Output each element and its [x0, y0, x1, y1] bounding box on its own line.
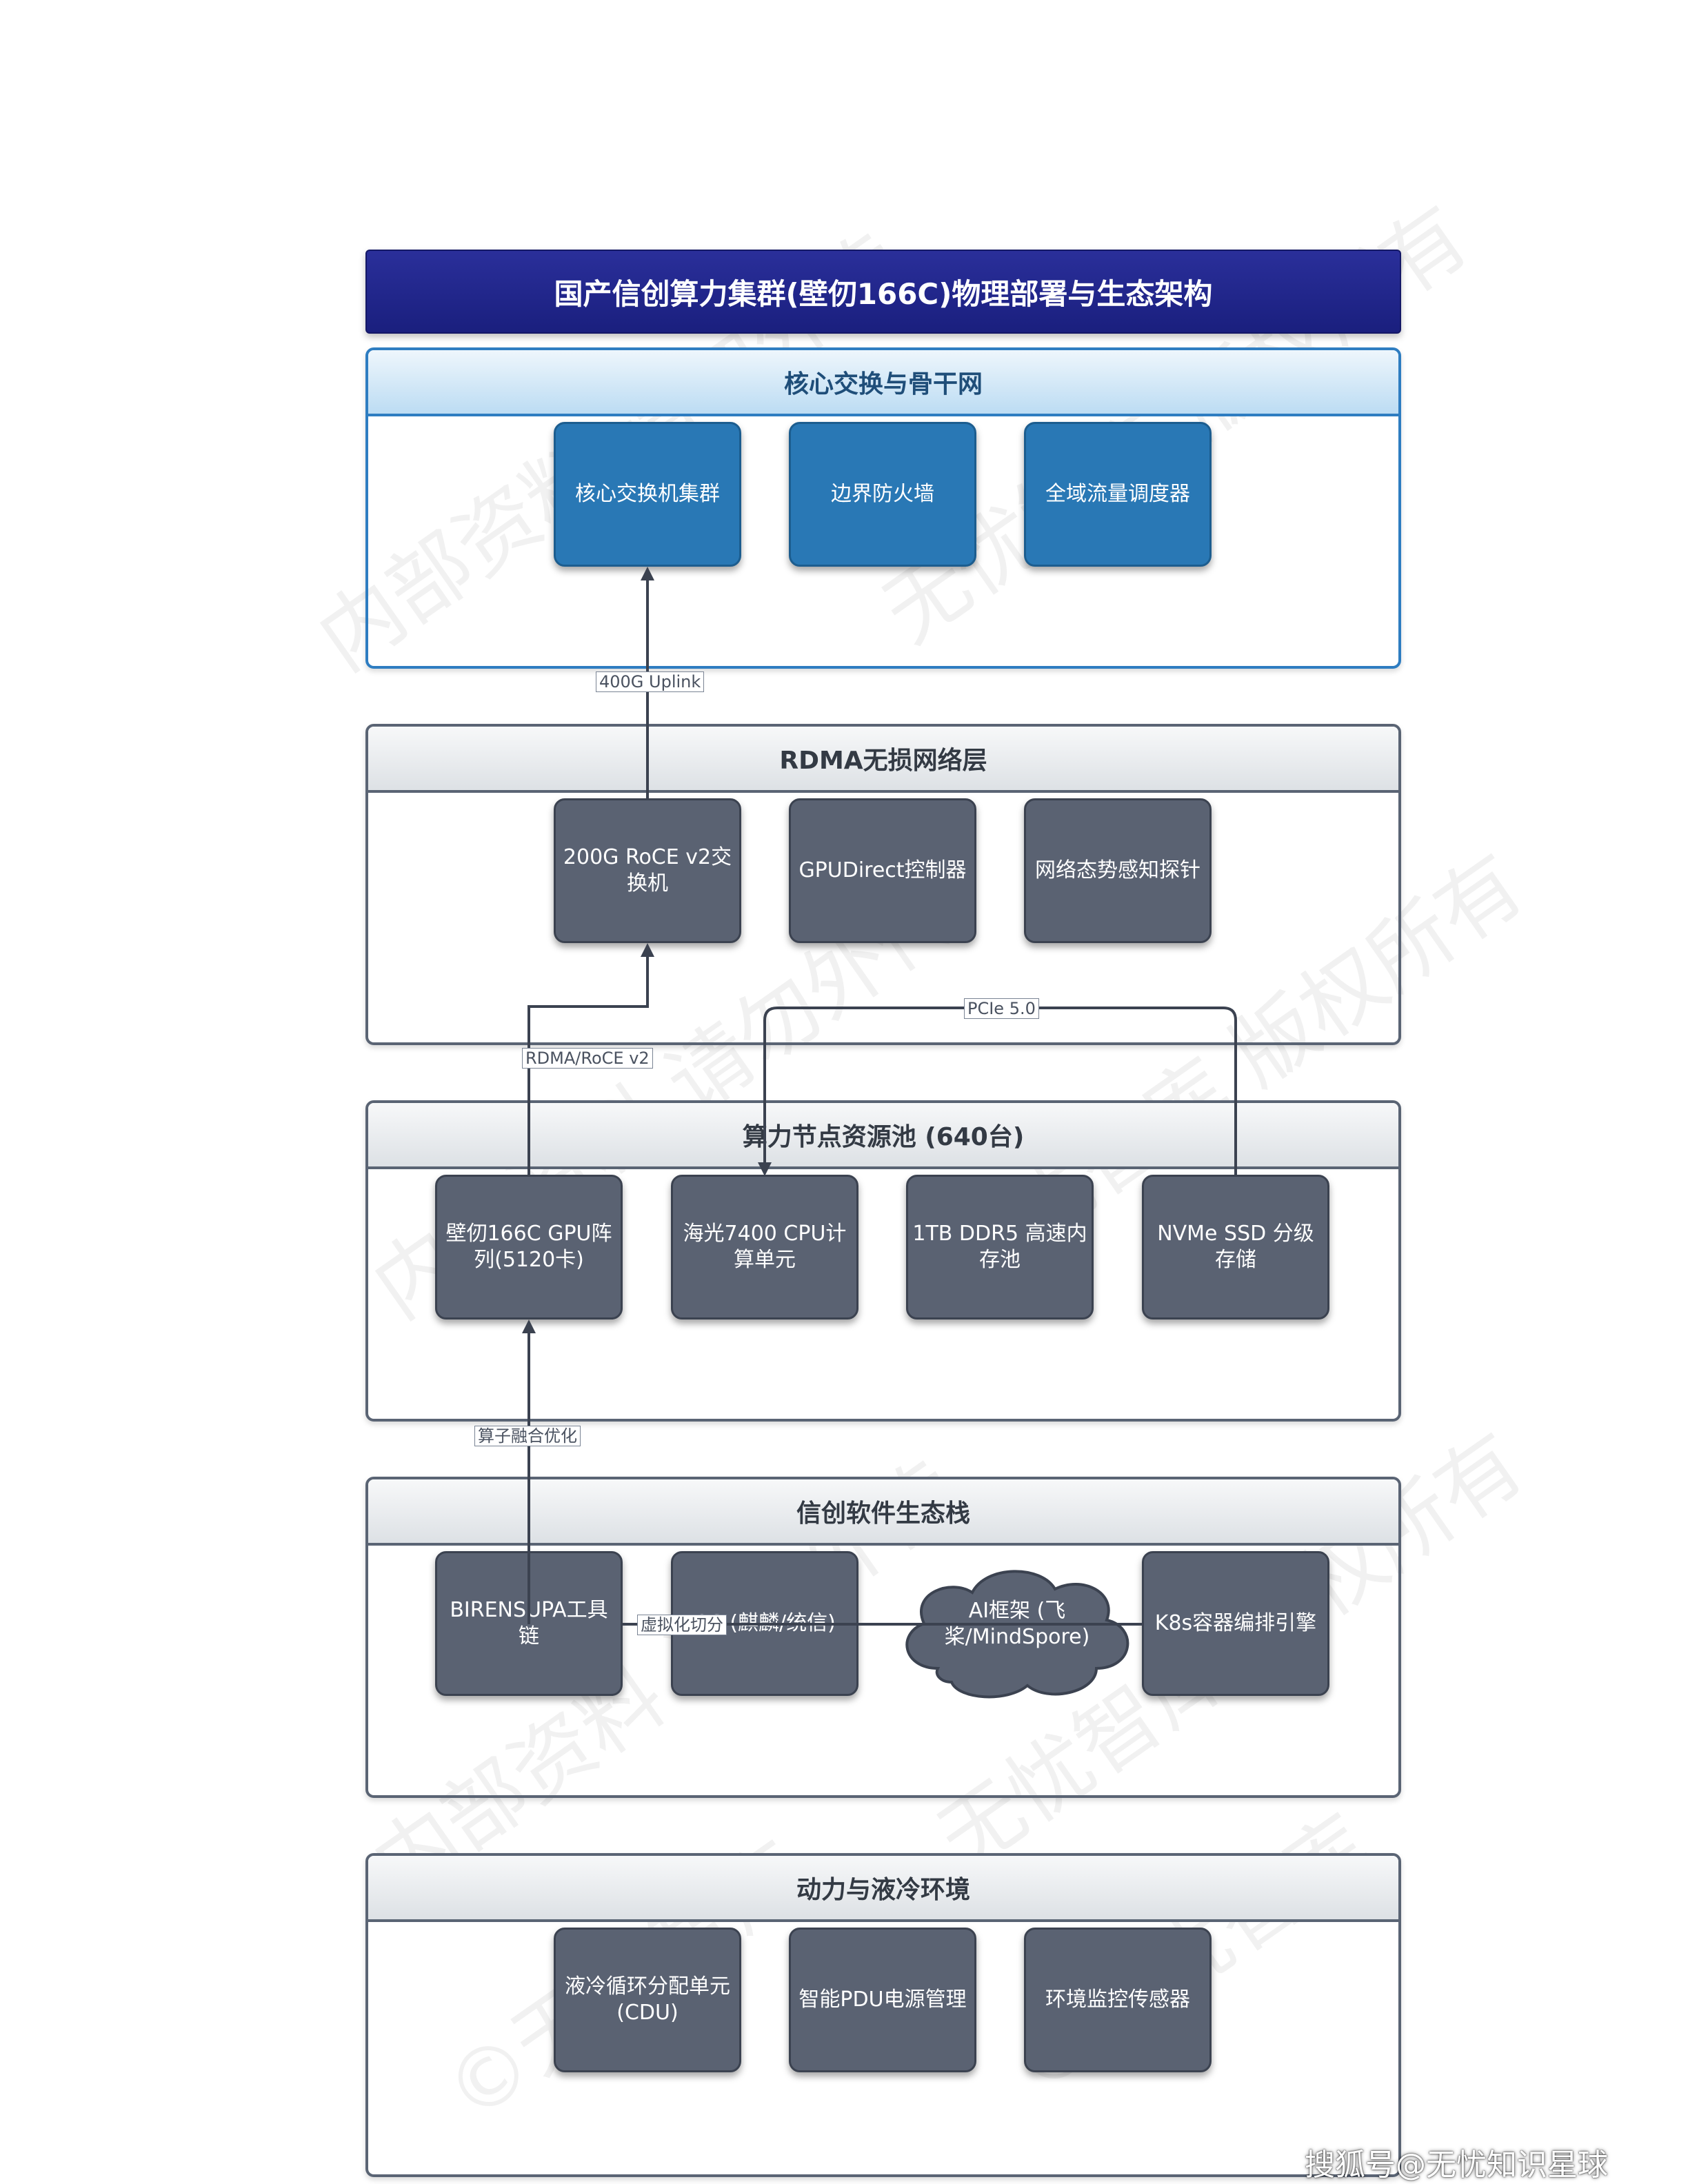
layer-software-stack: 信创软件生态栈: [365, 1477, 1401, 1798]
layer-core-switching: 核心交换与骨干网: [365, 347, 1401, 669]
node-smart-pdu[interactable]: 智能PDU电源管理: [789, 1928, 976, 2072]
edge-label-uplink: 400G Uplink: [596, 671, 705, 692]
layer-title: RDMA无损网络层: [368, 727, 1398, 793]
node-gpu-array[interactable]: 壁仞166C GPU阵列(5120卡): [435, 1175, 623, 1320]
layer-title: 算力节点资源池 (640台): [368, 1103, 1398, 1169]
node-k8s-engine[interactable]: K8s容器编排引擎: [1142, 1551, 1329, 1696]
source-credit: 搜狐号@无忧知识星球: [1305, 2147, 1608, 2183]
node-gpudirect-controller[interactable]: GPUDirect控制器: [789, 798, 976, 943]
layer-title: 核心交换与骨干网: [368, 350, 1398, 416]
node-core-switch-cluster[interactable]: 核心交换机集群: [554, 422, 741, 567]
edge-label-operator: 算子融合优化: [474, 1426, 581, 1446]
node-cpu-unit[interactable]: 海光7400 CPU计算单元: [671, 1175, 858, 1320]
edge-label-rdma: RDMA/RoCE v2: [522, 1048, 653, 1069]
diagram-title: 国产信创算力集群(壁仞166C)物理部署与生态架构: [365, 250, 1401, 334]
layer-title: 信创软件生态栈: [368, 1479, 1398, 1546]
node-roce-switch[interactable]: 200G RoCE v2交换机: [554, 798, 741, 943]
node-border-firewall[interactable]: 边界防火墙: [789, 422, 976, 567]
edge-label-pcie: PCIe 5.0: [964, 998, 1039, 1019]
node-cdu[interactable]: 液冷循环分配单元(CDU): [554, 1928, 741, 2072]
layer-power-cooling: 动力与液冷环境: [365, 1853, 1401, 2177]
node-network-probe[interactable]: 网络态势感知探针: [1024, 798, 1212, 943]
ai-framework-label: AI框架 (飞桨/MindSpore): [944, 1599, 1090, 1649]
node-memory-pool[interactable]: 1TB DDR5 高速内存池: [906, 1175, 1094, 1320]
node-birensupa-toolchain[interactable]: BIRENSUPA工具链: [435, 1551, 623, 1696]
edge-label-virtualization: 虚拟化切分: [637, 1615, 727, 1635]
node-nvme-storage[interactable]: NVMe SSD 分级存储: [1142, 1175, 1329, 1320]
layer-title: 动力与液冷环境: [368, 1856, 1398, 1922]
node-env-sensor[interactable]: 环境监控传感器: [1024, 1928, 1212, 2072]
node-traffic-scheduler[interactable]: 全域流量调度器: [1024, 422, 1212, 567]
